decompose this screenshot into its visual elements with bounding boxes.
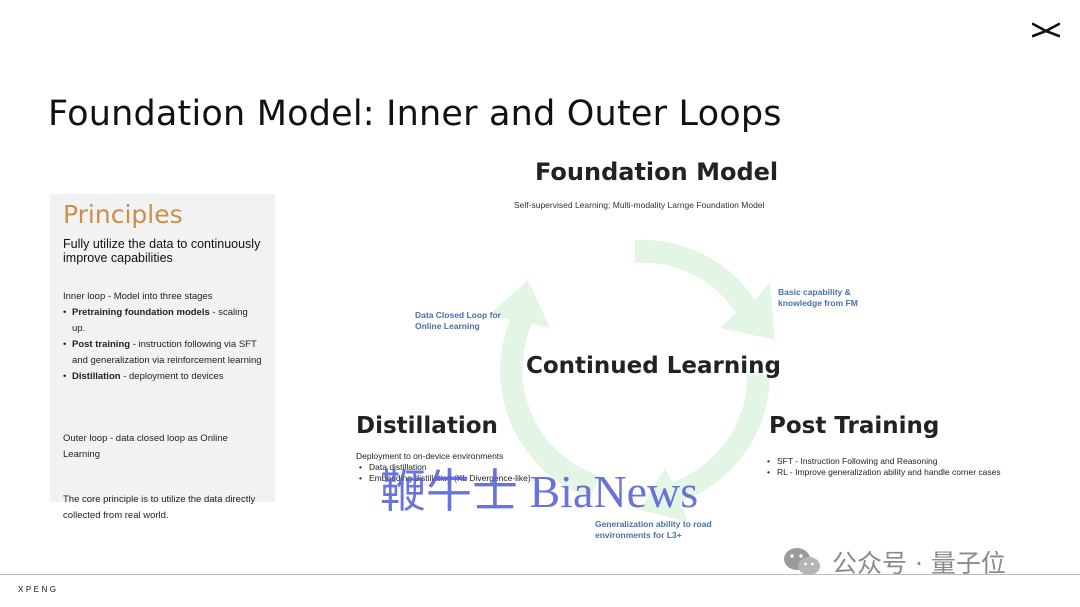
principles-subheading: Fully utilize the data to continuously i… — [63, 237, 261, 265]
stages-list: Pretraining foundation models - scaling … — [63, 305, 263, 385]
data-closed-loop-label: Data Closed Loop for Online Learning — [415, 310, 501, 331]
post-training-list: SFT - Instruction Following and Reasonin… — [764, 456, 1001, 478]
list-item: Distillation - deployment to devices — [63, 369, 263, 385]
list-item: Embedding distillation (KL Divergence-li… — [356, 473, 531, 484]
footer-divider — [0, 574, 1080, 575]
cycle-arrows-icon — [490, 239, 775, 522]
list-item: Data distillation — [356, 462, 531, 473]
distillation-description: Deployment to on-device environments — [356, 451, 504, 461]
list-item: Post training - instruction following vi… — [63, 337, 263, 369]
inner-loop-title: Inner loop - Model into three stages — [63, 291, 213, 302]
brand-wordmark: XPENG — [18, 585, 59, 594]
distillation-list: Data distillation Embedding distillation… — [356, 462, 531, 484]
outer-loop-text: Outer loop - data closed loop as Online … — [63, 433, 228, 460]
core-principle-text: The core principle is to utilize the dat… — [63, 494, 256, 521]
slide-title: Foundation Model: Inner and Outer Loops — [48, 94, 782, 134]
basic-capability-label: Basic capability & knowledge from FM — [778, 287, 858, 308]
wechat-icon — [784, 548, 820, 575]
principles-heading: Principles — [63, 200, 183, 229]
foundation-model-subtitle: Self-supervised Learning; Multi-modality… — [514, 200, 765, 210]
continued-learning-title: Continued Learning — [526, 353, 781, 379]
list-item: Pretraining foundation models - scaling … — [63, 305, 263, 337]
list-item: RL - Improve generalization ability and … — [764, 467, 1001, 478]
distillation-title: Distillation — [356, 413, 498, 439]
list-item: SFT - Instruction Following and Reasonin… — [764, 456, 1001, 467]
xpeng-logo-icon — [1032, 22, 1060, 38]
bianews-watermark: 鞭牛士 BiaNews — [380, 466, 699, 517]
post-training-title: Post Training — [769, 413, 940, 439]
account-watermark: 公众号 · 量子位 — [832, 549, 1006, 578]
generalization-label: Generalization ability to road environme… — [595, 519, 712, 540]
foundation-model-title: Foundation Model — [535, 158, 779, 186]
